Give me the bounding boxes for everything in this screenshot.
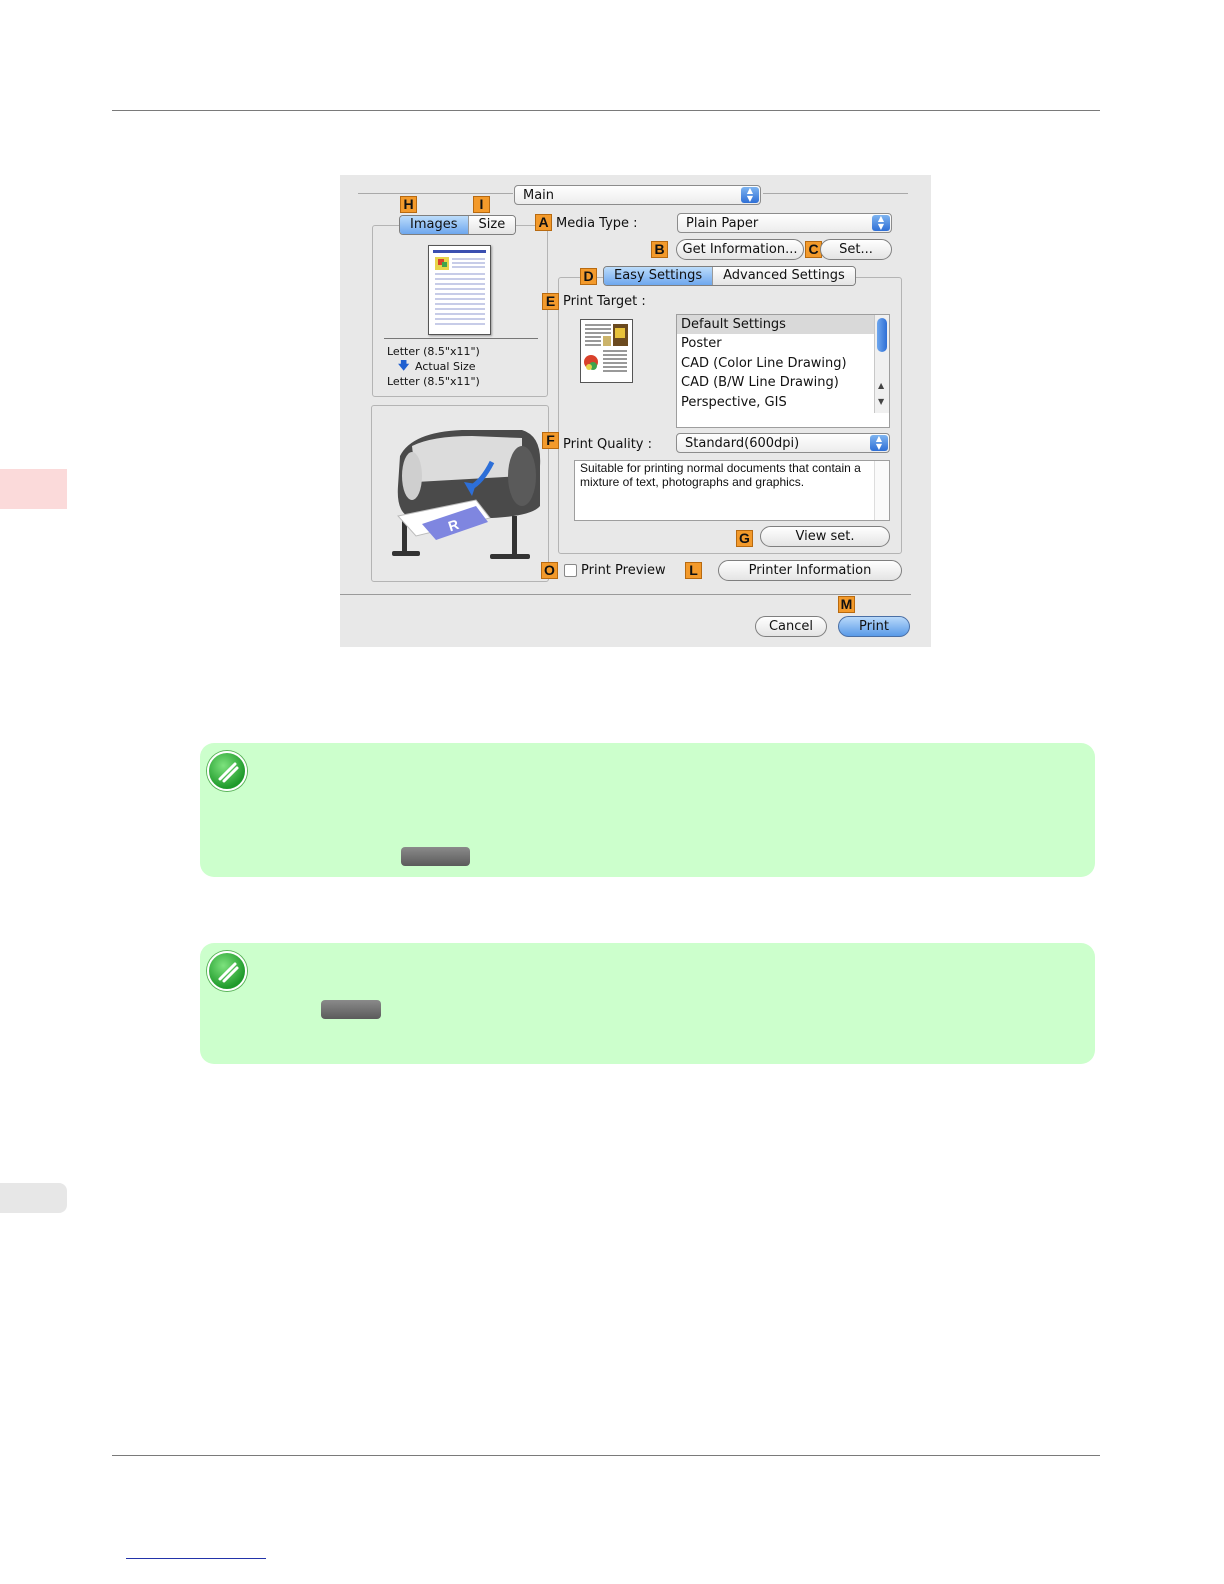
print-preview-checkbox[interactable] — [564, 564, 577, 577]
top-groove-left — [358, 193, 513, 194]
badge-o: O — [541, 562, 558, 579]
button-key-graphic — [401, 847, 470, 866]
print-target-label: Print Target : — [563, 294, 646, 309]
button-key-graphic — [321, 1000, 381, 1019]
paper-info-divider — [384, 338, 538, 339]
header-rule — [112, 110, 1100, 111]
pencil-graphic — [218, 762, 239, 783]
pencil-note-icon — [207, 951, 247, 991]
badge-l: L — [685, 562, 702, 579]
pencil-graphic — [218, 962, 239, 983]
badge-g: G — [736, 530, 753, 547]
badge-m: M — [838, 596, 855, 613]
main-popup[interactable]: Main ▲▼ — [514, 185, 761, 205]
section-side-tab[interactable] — [0, 1183, 67, 1213]
tab-easy-settings[interactable]: Easy Settings — [604, 267, 713, 285]
note-box-1 — [200, 743, 1095, 877]
view-set-button[interactable]: View set. — [760, 526, 890, 547]
printer-illustration-box: R — [371, 405, 549, 582]
paper-original-size: Letter (8.5"x11") — [387, 345, 480, 358]
media-type-popup[interactable]: Plain Paper ▲▼ — [677, 213, 892, 233]
print-quality-value: Standard(600dpi) — [685, 436, 800, 451]
set-button[interactable]: Set... — [820, 239, 892, 260]
footer-rule — [112, 1455, 1100, 1456]
up-down-arrows-icon: ▲▼ — [870, 435, 888, 451]
list-item[interactable]: CAD (B/W Line Drawing) — [681, 375, 839, 391]
list-item[interactable]: Poster — [681, 336, 722, 352]
list-scrollbar[interactable]: ▲ ▼ — [874, 315, 889, 413]
print-dialog: Main ▲▼ H I Images Size Letter (8.5"x11"… — [340, 175, 931, 647]
badge-b: B — [651, 241, 668, 258]
document-preview-graphic — [584, 324, 628, 372]
note-box-2 — [200, 943, 1095, 1064]
paper-scale: Actual Size — [415, 360, 476, 373]
tab-size[interactable]: Size — [467, 216, 516, 234]
scroll-up-icon[interactable]: ▲ — [878, 381, 885, 390]
print-target-list[interactable]: Default Settings Poster CAD (Color Line … — [676, 314, 890, 428]
scroll-down-icon[interactable]: ▼ — [878, 397, 885, 406]
badge-i: I — [473, 196, 490, 213]
print-preview-label: Print Preview — [581, 563, 666, 578]
print-quality-popup[interactable]: Standard(600dpi) ▲▼ — [676, 433, 890, 453]
printer-illustration: R — [392, 430, 541, 559]
badge-f: F — [542, 432, 559, 449]
tab-images[interactable]: Images — [400, 216, 468, 234]
tab-advanced-settings[interactable]: Advanced Settings — [712, 267, 855, 285]
down-arrow-icon: 🡇 — [398, 359, 410, 372]
up-down-arrows-icon: ▲▼ — [741, 187, 759, 203]
paper-output-size: Letter (8.5"x11") — [387, 375, 480, 388]
printer-information-button[interactable]: Printer Information — [718, 560, 902, 581]
description-box: Suitable for printing normal documents t… — [574, 460, 890, 521]
cancel-button[interactable]: Cancel — [755, 616, 827, 637]
images-size-tabs: Images Size — [399, 215, 517, 235]
list-item[interactable]: Perspective, GIS — [681, 394, 787, 410]
settings-tabs: Easy Settings Advanced Settings — [603, 266, 856, 286]
list-item[interactable]: Default Settings — [677, 315, 889, 335]
paper-lines-graphic — [433, 250, 486, 325]
media-type-label: Media Type : — [556, 216, 638, 231]
print-quality-label: Print Quality : — [563, 437, 653, 452]
badge-a: A — [535, 214, 552, 231]
print-target-thumbnail — [580, 319, 633, 383]
scroll-thumb[interactable] — [877, 318, 887, 352]
top-groove-right — [763, 193, 908, 194]
get-information-button[interactable]: Get Information... — [676, 239, 804, 260]
list-item[interactable]: CAD (Color Line Drawing) — [681, 355, 847, 371]
footer-link[interactable] — [126, 1558, 266, 1559]
pencil-note-icon — [207, 751, 247, 791]
up-down-arrows-icon: ▲▼ — [872, 215, 890, 231]
bottom-divider — [340, 594, 911, 595]
description-scrollbar[interactable] — [874, 461, 889, 520]
description-text: Suitable for printing normal documents t… — [580, 461, 861, 489]
badge-e: E — [542, 293, 559, 310]
print-button[interactable]: Print — [838, 616, 910, 637]
media-type-value: Plain Paper — [686, 216, 759, 231]
chapter-side-tab[interactable] — [0, 469, 67, 509]
svg-text:R: R — [446, 516, 461, 534]
badge-d: D — [580, 268, 597, 285]
paper-thumbnail — [428, 245, 491, 335]
main-popup-label: Main — [523, 188, 555, 203]
badge-h: H — [400, 196, 417, 213]
